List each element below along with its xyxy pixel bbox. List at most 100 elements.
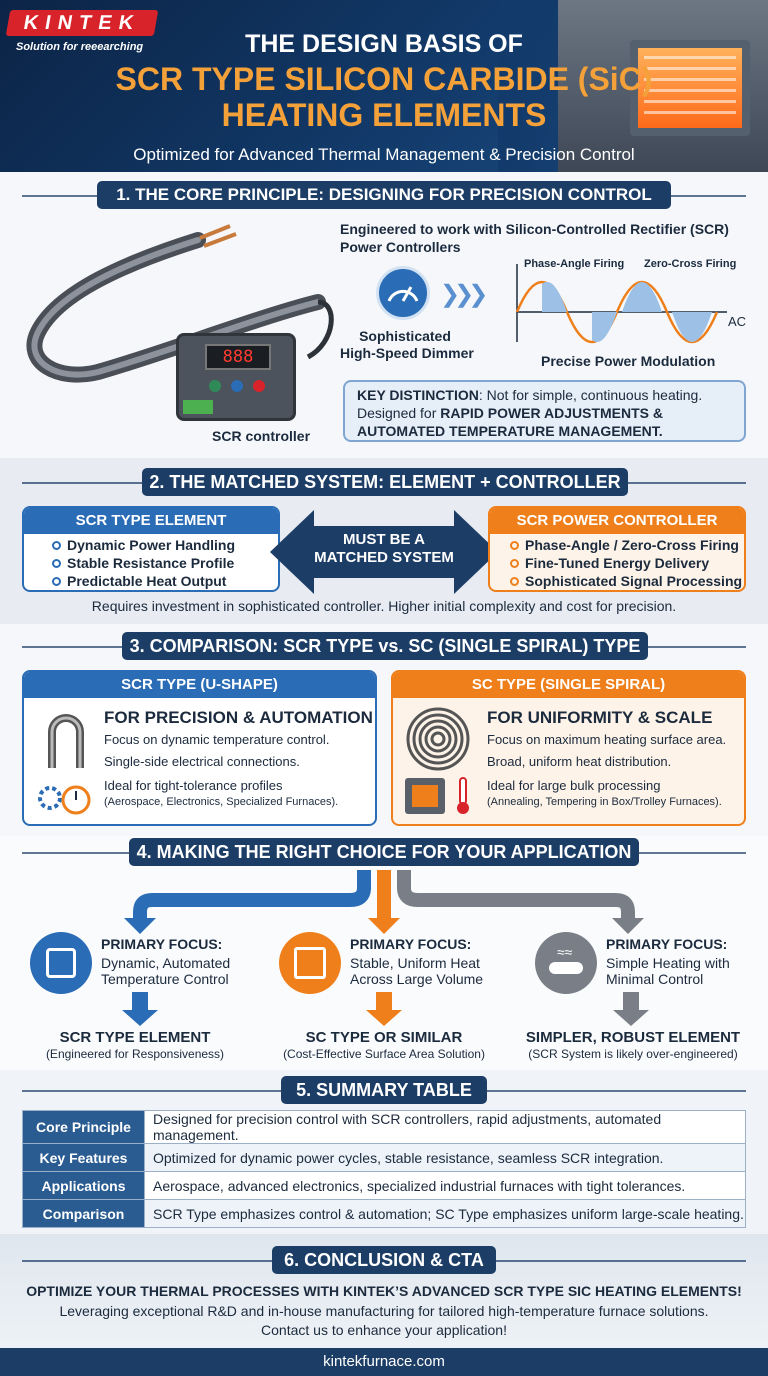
scr-controller-box: 888 <box>176 333 296 421</box>
phase-angle-label: Phase-Angle Firing <box>524 258 625 270</box>
arrow-text-2: MATCHED SYSTEM <box>314 549 454 566</box>
spiral-element-icon <box>406 707 470 771</box>
modulation-label: Precise Power Modulation <box>541 353 716 369</box>
focus-desc-3a: Simple Heating with <box>606 955 730 971</box>
result-2: SC TYPE OR SIMILAR <box>305 1029 463 1046</box>
scr-line-4: (Aerospace, Electronics, Specialized Fur… <box>104 796 339 808</box>
result-sub-3: (SCR System is likely over-engineered) <box>528 1047 738 1061</box>
sc-line-3: Ideal for large bulk processing <box>487 778 661 793</box>
header-subtitle: Optimized for Advanced Thermal Managemen… <box>133 145 635 164</box>
scr-element-head: SCR TYPE ELEMENT <box>24 508 278 534</box>
left-item: Dynamic Power Handling <box>67 537 236 553</box>
scr-type-head: SCR TYPE (U-SHAPE) <box>24 672 375 698</box>
footer-url[interactable]: kintekfurnace.com <box>323 1353 445 1370</box>
key-distinction-label: KEY DISTINCTION <box>357 387 479 403</box>
gear-stopwatch-icon <box>38 785 91 815</box>
right-item: Phase-Angle / Zero-Cross Firing <box>525 537 739 553</box>
sc-type-card: SC TYPE (SINGLE SPIRAL) FOR UNIFORMITY &… <box>391 670 746 826</box>
row-key: Comparison <box>22 1199 145 1228</box>
section-1-title: 1. THE CORE PRINCIPLE: DESIGNING FOR PRE… <box>97 181 671 209</box>
red-button-icon <box>253 380 265 392</box>
focus-label-2: PRIMARY FOCUS: <box>350 936 472 952</box>
left-item: Stable Resistance Profile <box>67 555 235 571</box>
ac-label: AC <box>728 314 747 329</box>
engineered-text: Engineered to work with Silicon-Controll… <box>340 221 729 255</box>
right-item: Fine-Tuned Energy Delivery <box>525 555 710 571</box>
ac-waveform-diagram <box>515 264 727 344</box>
scr-controller-head: SCR POWER CONTROLLER <box>490 508 744 534</box>
focus-desc-3b: Minimal Control <box>606 971 704 987</box>
chevrons-right-icon: ❯❯❯ <box>440 281 488 308</box>
section-6-title: 6. CONCLUSION & CTA <box>272 1246 496 1274</box>
sc-type-head: SC TYPE (SINGLE SPIRAL) <box>393 672 744 698</box>
result-sub-1: (Engineered for Responsiveness) <box>45 1047 225 1061</box>
scr-line-1: Focus on dynamic temperature control. <box>104 732 330 747</box>
controller-label: SCR controller <box>212 428 311 444</box>
right-item: Sophisticated Signal Processing <box>525 573 743 589</box>
focus-desc-2a: Stable, Uniform Heat <box>350 955 480 971</box>
zero-cross-label: Zero-Cross Firing <box>644 258 737 270</box>
header-banner: KINTEK Solution for reeearching THE DESI… <box>0 0 768 172</box>
scr-line-2: Single-side electrical connections. <box>104 754 300 769</box>
matched-system-note: Requires investment in sophisticated con… <box>91 598 677 614</box>
row-value: Aerospace, advanced electronics, special… <box>144 1171 746 1200</box>
focus-label-1: PRIMARY FOCUS: <box>101 936 223 952</box>
cta-line-3: Contact us to enhance your application! <box>261 1322 507 1338</box>
automation-icon <box>30 932 92 994</box>
focus-desc-1a: Dynamic, Automated <box>101 955 231 971</box>
row-value: Optimized for dynamic power cycles, stab… <box>144 1143 746 1172</box>
title-line-3: HEATING ELEMENTS <box>221 97 547 133</box>
blue-button-icon <box>231 380 243 392</box>
footer <box>0 1348 768 1376</box>
dimmer-label-1: Sophisticated <box>359 328 451 344</box>
furnace-icon <box>405 778 445 814</box>
key-distinction-box: KEY DISTINCTION: Not for simple, continu… <box>343 380 746 442</box>
section-4-title: 4. MAKING THE RIGHT CHOICE FOR YOUR APPL… <box>129 838 639 866</box>
title-line-1: THE DESIGN BASIS OF <box>245 30 523 58</box>
thermometer-icon <box>457 777 469 814</box>
choice-flow-arrows <box>124 870 644 934</box>
controller-display: 888 <box>205 344 271 370</box>
key-distinction-line2: Designed for <box>357 405 441 421</box>
arrow-text-1: MUST BE A <box>343 531 425 548</box>
left-item: Predictable Heat Output <box>67 573 227 589</box>
row-value: Designed for precision control with SCR … <box>144 1110 746 1144</box>
row-key: Core Principle <box>22 1110 145 1144</box>
scr-controller-info-box: SCR POWER CONTROLLER Phase-Angle / Zero-… <box>488 506 746 592</box>
key-distinction-bold2: RAPID POWER ADJUSTMENTS & <box>440 405 663 421</box>
focus-label-3: PRIMARY FOCUS: <box>606 936 728 952</box>
section-5-title: 5. SUMMARY TABLE <box>281 1076 487 1104</box>
terminal-block <box>183 400 213 414</box>
scr-focus: FOR PRECISION & AUTOMATION <box>104 708 373 727</box>
logo-tagline: Solution for reeearching <box>16 41 144 53</box>
result-3: SIMPLER, ROBUST ELEMENT <box>525 1029 741 1046</box>
scr-type-card: SCR TYPE (U-SHAPE) FOR PRECISION & AUTOM… <box>22 670 377 826</box>
sc-line-4: (Annealing, Tempering in Box/Trolley Fur… <box>487 796 722 808</box>
u-shape-element-icon <box>48 714 84 768</box>
scr-element-box: SCR TYPE ELEMENT Dynamic Power Handling … <box>22 506 280 592</box>
dimmer-gauge-icon <box>376 266 430 320</box>
heat-box-icon <box>279 932 341 994</box>
dimmer-label-2: High-Speed Dimmer <box>340 345 474 361</box>
key-distinction-text: : Not for simple, continuous heating. <box>478 387 703 403</box>
row-value: SCR Type emphasizes control & automation… <box>144 1199 746 1228</box>
title-line-2: SCR TYPE SILICON CARBIDE (SiC) <box>115 61 653 97</box>
result-1: SCR TYPE ELEMENT <box>59 1029 211 1046</box>
sc-line-1: Focus on maximum heating surface area. <box>487 732 727 747</box>
scr-line-3: Ideal for tight-tolerance profiles <box>104 778 283 793</box>
sc-focus: FOR UNIFORMITY & SCALE <box>487 708 713 727</box>
scr-element-illustration <box>26 224 334 383</box>
section-2-title: 2. THE MATCHED SYSTEM: ELEMENT + CONTROL… <box>142 468 628 496</box>
focus-desc-1b: Temperature Control <box>101 971 229 987</box>
simple-heater-icon: ≈≈ <box>535 932 597 994</box>
row-key: Applications <box>22 1171 145 1200</box>
cta-headline: OPTIMIZE YOUR THERMAL PROCESSES WITH KIN… <box>26 1283 742 1299</box>
focus-desc-2b: Across Large Volume <box>350 971 484 987</box>
result-sub-2: (Cost-Effective Surface Area Solution) <box>283 1047 485 1061</box>
sc-line-2: Broad, uniform heat distribution. <box>487 754 672 769</box>
